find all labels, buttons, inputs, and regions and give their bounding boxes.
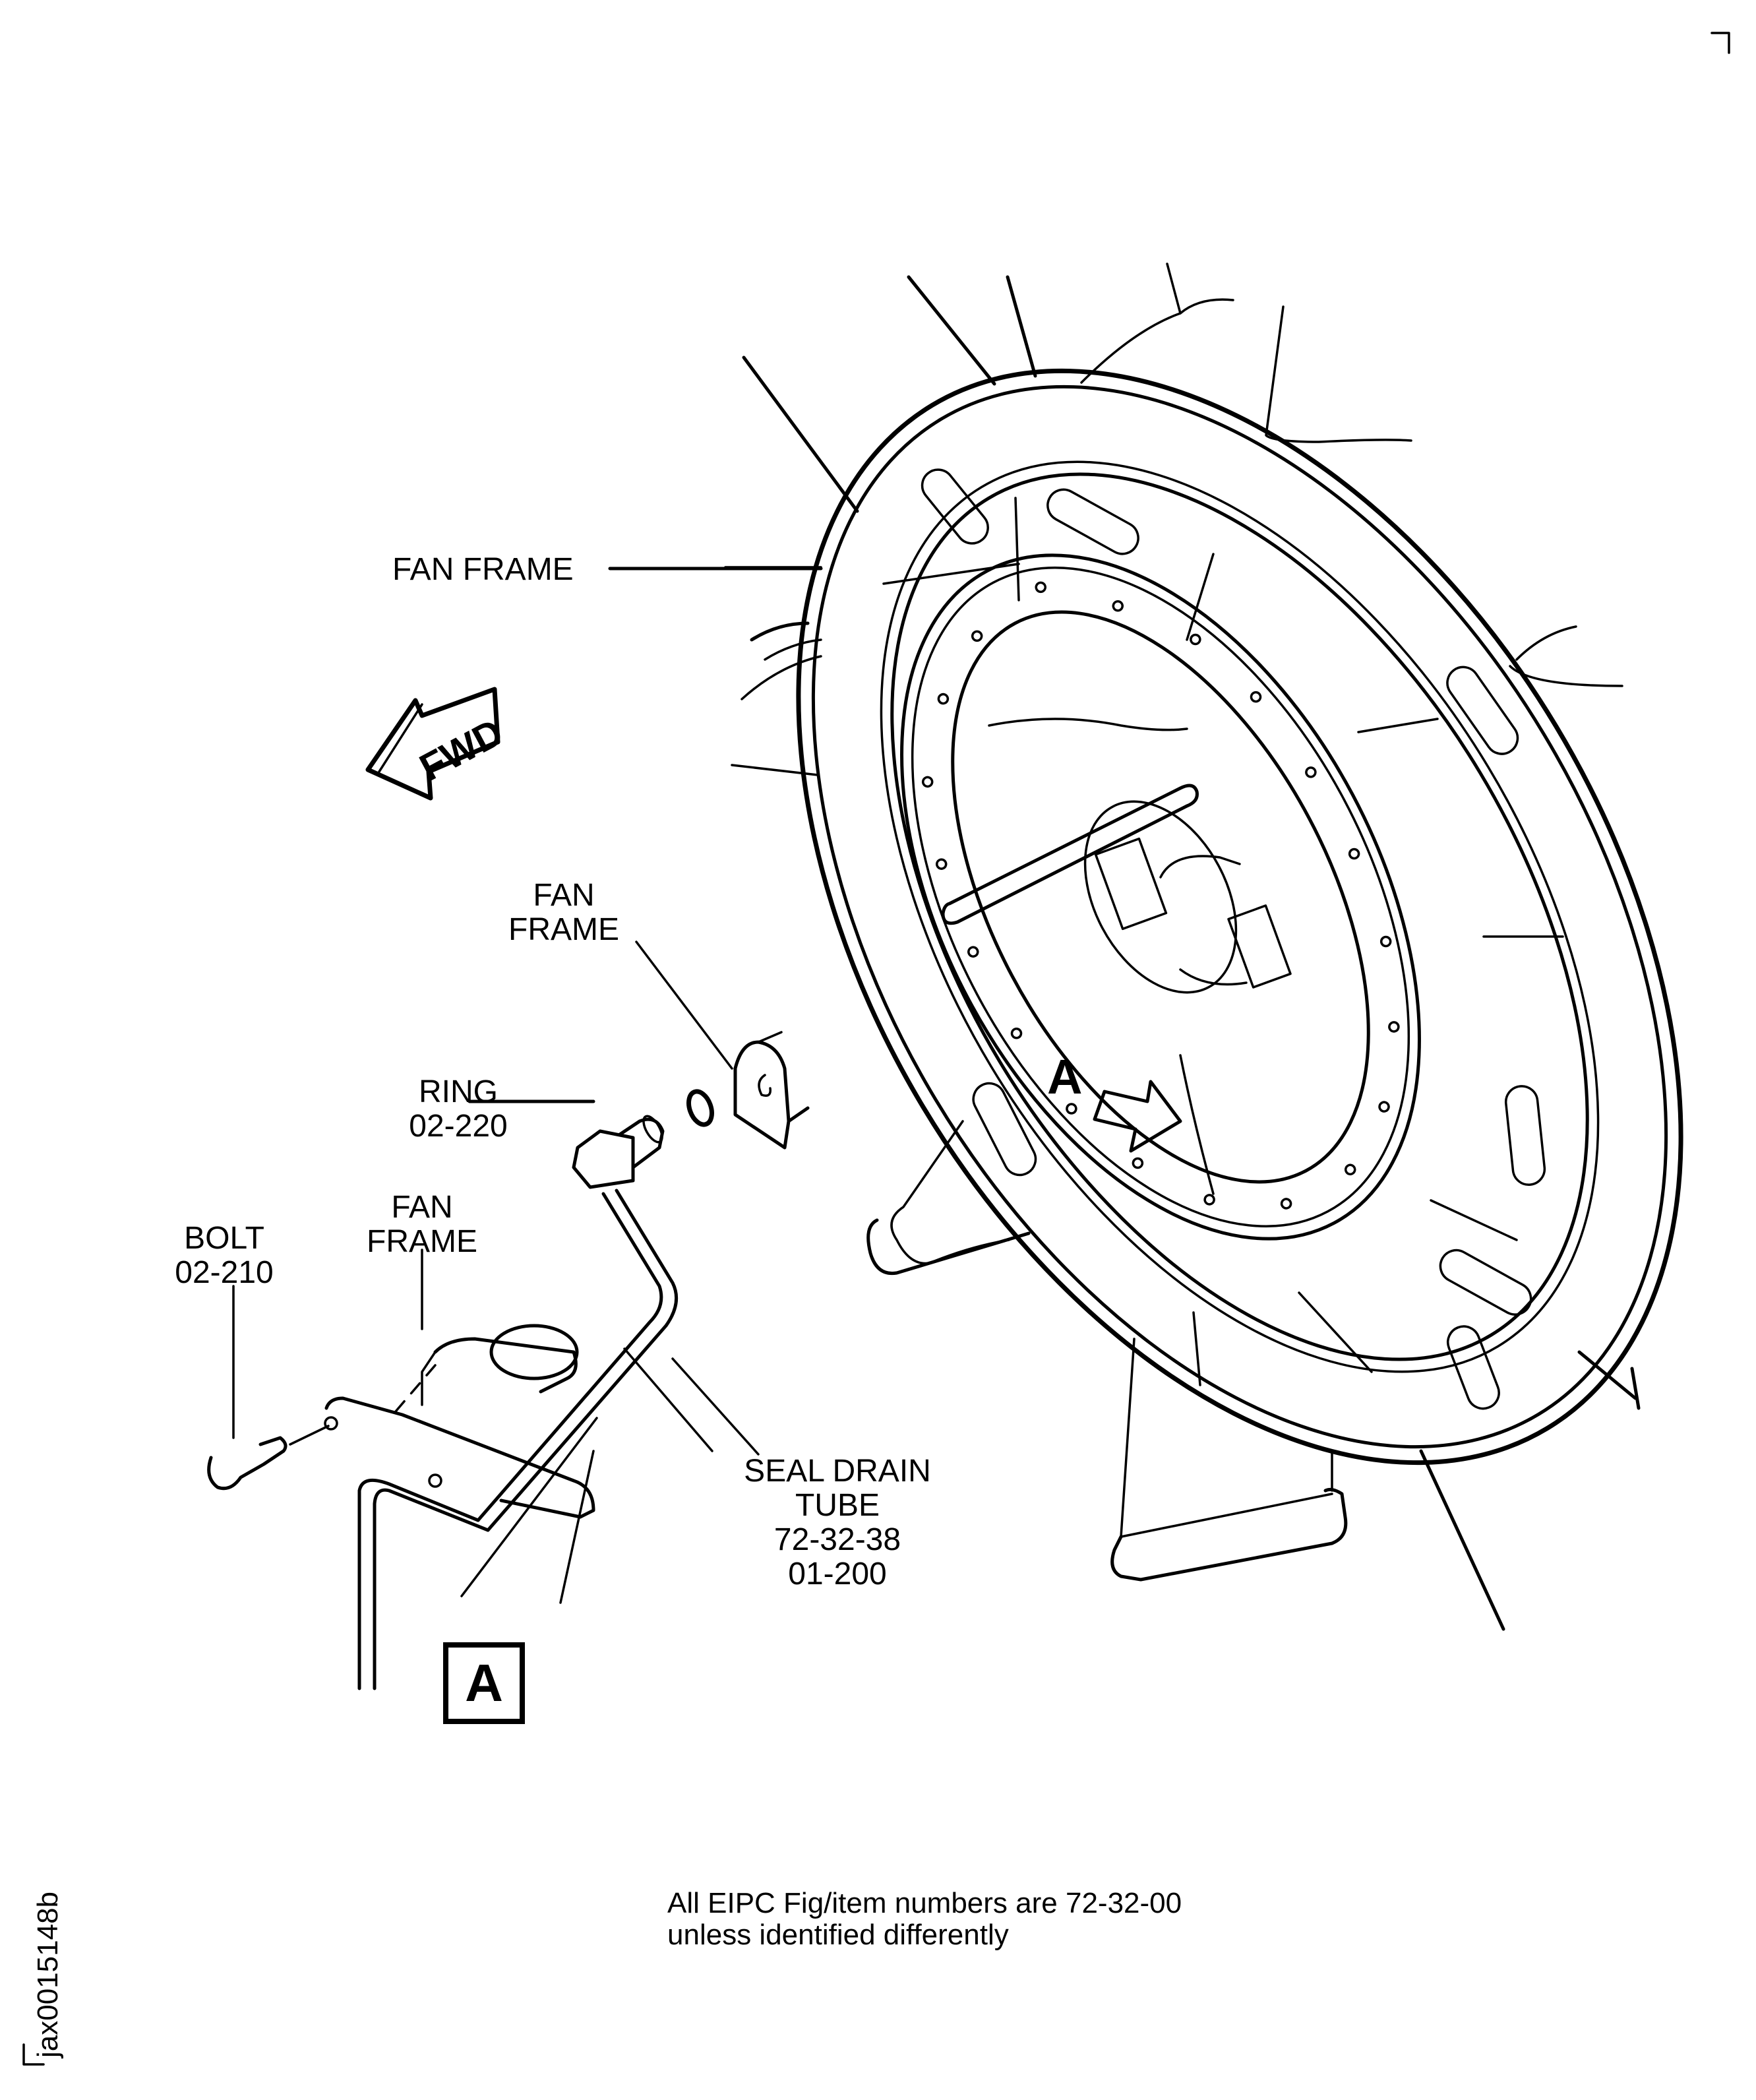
bolt-label: BOLT 02-210: [175, 1221, 274, 1290]
fan-frame-lower-label: FAN FRAME: [367, 1190, 477, 1259]
seal-drain-tube: [357, 1115, 713, 1690]
fan-frame-bracket-label: FAN FRAME: [508, 878, 619, 947]
frame-struts: [882, 497, 1564, 1386]
fan-frame-main-label: FAN FRAME: [392, 552, 574, 587]
lower-frame-mount: [207, 1249, 598, 1604]
o-ring-icon: [686, 1089, 714, 1127]
fan-frame-outer-ring: [796, 368, 1683, 1466]
figure-note: All EIPC Fig/item numbers are 72-32-00 u…: [667, 1887, 1182, 1951]
fwd-arrow-icon: FWD: [365, 687, 510, 801]
seal-drain-tube-label: SEAL DRAIN TUBE 72-32-38 01-200: [744, 1454, 931, 1591]
hub-bolt-holes: [921, 581, 1400, 1210]
fan-blades: [724, 262, 1641, 1631]
hub-components: [941, 718, 1292, 1195]
view-a-label: A: [443, 1642, 525, 1724]
crop-mark-top-right-icon: [1711, 32, 1730, 54]
ring-label: RING 02-220: [409, 1074, 508, 1144]
fan-frame-hub: [900, 553, 1421, 1241]
crop-mark-bottom-left-icon: [22, 2043, 45, 2066]
view-a-callout: A: [1047, 1049, 1083, 1104]
figure-id-label: jax0015148b: [32, 1891, 64, 2058]
fwd-label: FWD: [413, 710, 510, 789]
lower-struts: [866, 1120, 1348, 1582]
frame-bracket: [635, 941, 810, 1150]
seal-drain-leader: [671, 1357, 760, 1456]
view-arrow-icon: [1093, 1080, 1182, 1153]
